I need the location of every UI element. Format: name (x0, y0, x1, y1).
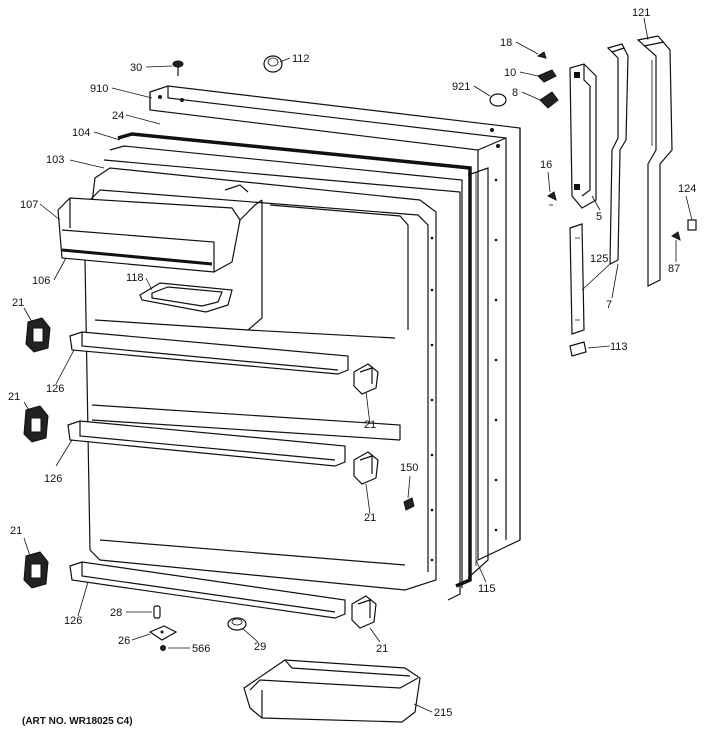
label-215: 215 (434, 707, 452, 719)
plug-921 (489, 93, 507, 107)
part-labels: 30 112 910 24 104 103 107 106 118 21 126… (8, 7, 696, 727)
rail-end-cap-right-3 (351, 595, 377, 629)
label-21-left-1: 21 (12, 297, 24, 309)
shelf-rail-upper (69, 331, 349, 375)
label-7: 7 (606, 299, 612, 311)
spacer-28 (153, 605, 161, 619)
label-150: 150 (400, 462, 418, 474)
plug-112 (263, 55, 283, 73)
plate-26 (148, 625, 178, 641)
label-21-left-3: 21 (10, 525, 22, 537)
label-21-left-2: 21 (8, 391, 20, 403)
label-16: 16 (540, 159, 552, 171)
label-921: 921 (452, 81, 470, 93)
cap-8 (539, 91, 559, 109)
door-inner-liner (84, 167, 498, 591)
door-outer-panel (149, 85, 521, 561)
label-126-lower: 126 (64, 615, 82, 627)
cup-29 (227, 617, 247, 631)
leader-lines (23, 17, 693, 713)
label-28: 28 (110, 607, 122, 619)
label-21-right-3: 21 (376, 643, 388, 655)
screw-30 (172, 60, 184, 76)
screw-16 (547, 191, 557, 206)
label-30: 30 (130, 62, 142, 74)
screw-566 (160, 645, 166, 651)
label-124: 124 (678, 183, 696, 195)
label-21-right-1: 21 (364, 419, 376, 431)
label-103: 103 (46, 154, 64, 166)
rail-end-cap-left-3 (23, 551, 49, 589)
dairy-compartment-door (57, 184, 263, 273)
cam-10 (537, 69, 557, 83)
label-29: 29 (254, 641, 266, 653)
door-bin (243, 659, 421, 723)
rail-end-cap-right-2 (353, 451, 379, 485)
label-566: 566 (192, 643, 210, 655)
rail-end-cap-left-2 (23, 405, 49, 443)
label-106: 106 (32, 275, 50, 287)
label-125: 125 (590, 253, 608, 265)
label-18: 18 (500, 37, 512, 49)
screw-18 (536, 51, 547, 59)
label-126-upper: 126 (46, 383, 64, 395)
rail-end-cap-right-1 (353, 363, 379, 395)
label-126-middle: 126 (44, 473, 62, 485)
label-24: 24 (112, 110, 124, 122)
art-number: (ART NO. WR18025 C4) (22, 716, 133, 727)
label-107: 107 (20, 199, 38, 211)
label-910: 910 (90, 83, 108, 95)
label-118: 118 (126, 272, 144, 284)
label-112: 112 (292, 53, 310, 65)
rail-end-cap-left-1 (25, 317, 51, 353)
label-26: 26 (118, 635, 130, 647)
label-104: 104 (72, 127, 90, 139)
label-87: 87 (668, 263, 680, 275)
handle-bracket-7 (606, 43, 629, 265)
handle-121 (636, 35, 673, 287)
label-115: 115 (478, 583, 496, 595)
label-5: 5 (596, 211, 602, 223)
door-gasket (103, 132, 489, 601)
screw-150 (403, 497, 415, 511)
label-21-right-2: 21 (364, 512, 376, 524)
label-10: 10 (504, 67, 516, 79)
bracket-113 (569, 341, 587, 357)
screw-87 (671, 231, 681, 241)
shelf-rail-lower (69, 561, 346, 619)
butter-tray (139, 282, 233, 313)
cap-124 (687, 219, 697, 231)
hinge-pin-bracket-125 (569, 223, 585, 335)
label-113: 113 (610, 341, 628, 353)
label-8: 8 (512, 87, 518, 99)
hinge-5 (569, 63, 597, 209)
label-121: 121 (632, 7, 650, 19)
shelf-rail-middle (67, 420, 346, 467)
